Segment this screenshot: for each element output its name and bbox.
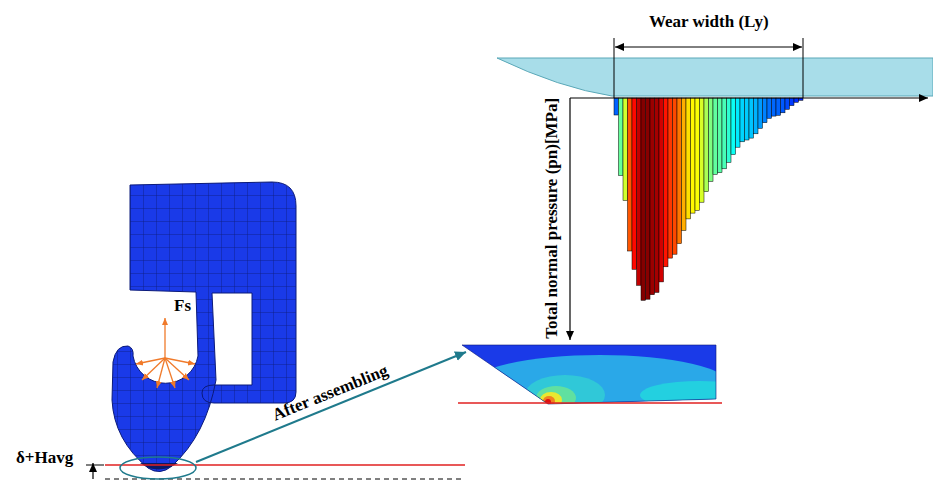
pressure-bar <box>781 98 786 113</box>
dim-arrow <box>700 47 802 48</box>
pressure-bar <box>628 98 633 251</box>
pressure-bar <box>704 98 709 192</box>
pressure-bar <box>709 98 714 181</box>
pressure-bar <box>785 98 790 109</box>
axis-label: Total normal pressure (pn)[MPa] <box>543 98 562 339</box>
pressure-bar <box>695 98 700 210</box>
pressure-bar <box>659 98 664 282</box>
dim-line <box>614 38 615 98</box>
pressure-bar <box>727 98 732 162</box>
pressure-bar <box>655 98 660 292</box>
dimension-label: δ+Havg <box>16 449 73 468</box>
pressure-bar <box>673 98 678 254</box>
pressure-bar <box>650 98 655 295</box>
zoom-arrow <box>196 352 466 462</box>
pressure-bar <box>646 98 651 299</box>
pressure-bar <box>691 98 696 213</box>
tick <box>86 465 104 466</box>
pressure-bar <box>619 98 624 175</box>
pressure-bar <box>754 98 759 134</box>
pressure-bar <box>731 98 736 155</box>
pressure-bar <box>758 98 763 128</box>
pressure-bar <box>623 98 628 200</box>
dimension-label: Wear width (Ly) <box>649 13 769 32</box>
pressure-bar <box>794 98 799 102</box>
pressure-bar <box>767 98 772 118</box>
pressure-bar <box>686 98 691 219</box>
pressure-bar <box>641 98 646 300</box>
pressure-bar <box>632 98 637 269</box>
highlight-ellipse <box>120 457 196 479</box>
pressure-bar <box>718 98 723 173</box>
dim-arrow <box>615 47 700 48</box>
seal-mesh <box>112 182 296 472</box>
pressure-bar <box>763 98 768 123</box>
pressure-bar <box>700 98 705 202</box>
pressure-bar <box>637 98 642 285</box>
pressure-bar <box>722 98 727 169</box>
x-axis <box>570 97 928 98</box>
seal-band <box>497 58 933 96</box>
pressure-bars <box>614 98 803 300</box>
pressure-bar <box>614 98 619 115</box>
pressure-bar <box>682 98 687 230</box>
force-label: Fs <box>174 297 191 316</box>
pressure-bar <box>790 98 795 106</box>
pressure-bar <box>677 98 682 244</box>
pressure-bar <box>749 98 754 138</box>
y-axis <box>569 98 570 340</box>
pressure-bar <box>745 98 750 140</box>
pressure-bar <box>740 98 745 142</box>
pressure-bar <box>776 98 781 115</box>
pressure-bar <box>736 98 741 147</box>
pressure-bar <box>772 98 777 116</box>
shaft-line-zoom <box>458 402 722 404</box>
pressure-bar <box>668 98 673 258</box>
pressure-bar <box>664 98 669 267</box>
contact-tip <box>140 463 178 470</box>
shaft-line <box>105 464 465 466</box>
dim-line <box>803 38 804 98</box>
pressure-bar <box>713 98 718 174</box>
spring-force <box>136 318 195 388</box>
